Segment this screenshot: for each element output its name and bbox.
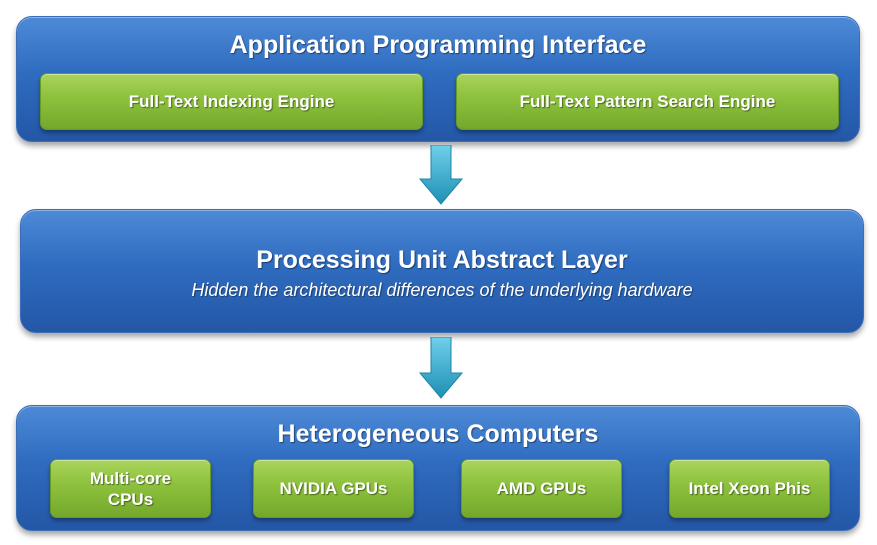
nvidia-gpus-module: NVIDIA GPUs [253, 459, 414, 518]
hardware-layer-title: Heterogeneous Computers [277, 420, 599, 448]
hardware-layer: Heterogeneous Computers Multi-core CPUs … [16, 405, 860, 531]
amd-gpus-label: AMD GPUs [496, 479, 587, 498]
intel-xeon-phis-label: Intel Xeon Phis [688, 479, 811, 498]
abstraction-layer-subtitle: Hidden the architectural differences of … [191, 280, 693, 300]
multicore-cpus-module: Multi-core CPUs [50, 459, 211, 518]
amd-gpus-module: AMD GPUs [461, 459, 622, 518]
multicore-cpus-label: Multi-core CPUs [89, 468, 172, 509]
indexing-engine-label: Full-Text Indexing Engine [128, 92, 335, 111]
down-arrow-icon [419, 337, 463, 399]
down-arrow-icon [419, 145, 463, 205]
indexing-engine-module: Full-Text Indexing Engine [40, 73, 423, 130]
nvidia-gpus-label: NVIDIA GPUs [279, 479, 388, 498]
pattern-search-engine-label: Full-Text Pattern Search Engine [519, 92, 776, 111]
intel-xeon-phis-module: Intel Xeon Phis [669, 459, 830, 518]
pattern-search-engine-module: Full-Text Pattern Search Engine [456, 73, 839, 130]
api-layer: Application Programming Interface Full-T… [16, 16, 860, 142]
api-layer-title: Application Programming Interface [229, 31, 647, 59]
abstraction-layer: Processing Unit Abstract Layer Hidden th… [20, 209, 864, 333]
abstraction-layer-title: Processing Unit Abstract Layer [256, 246, 628, 274]
